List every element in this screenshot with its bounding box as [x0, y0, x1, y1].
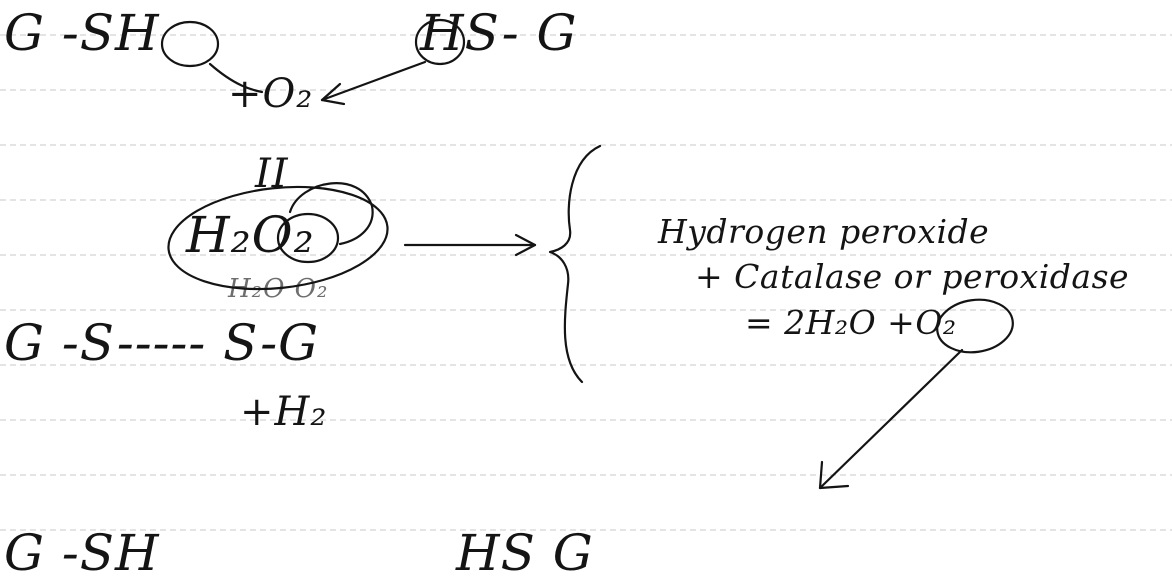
oval-around-h2o2: [167, 185, 389, 291]
circle-left-h: [160, 20, 220, 68]
circle-right-h: [414, 18, 466, 66]
reaction-note-line2: + Catalase or peroxidase: [695, 257, 1130, 296]
oval-around-o2: [276, 212, 340, 264]
arrowhead-to-brace: [514, 233, 537, 257]
circle-around-plus-o2: [936, 298, 1014, 354]
line7-right-text: HS G: [456, 524, 594, 582]
arrowhead-right: [320, 82, 346, 106]
arrow-left-to-o2: [208, 62, 264, 94]
arrow-right-to-o2: [320, 60, 427, 102]
loop-above-o2: [288, 182, 374, 246]
arrowhead-down-left: [818, 460, 850, 490]
reaction-note-line3: = 2H₂O +O₂: [745, 303, 957, 342]
line7-left-text: G -SH: [4, 524, 160, 582]
line2-text: +O₂: [228, 71, 314, 117]
line1-right-text: HS- G: [420, 4, 578, 62]
reaction-note-line1: Hydrogen peroxide: [658, 212, 990, 251]
line6-text: +H₂: [240, 389, 328, 435]
curly-brace: [548, 144, 602, 384]
arrow-down-left: [818, 348, 964, 490]
line1-left-text: G -SH: [4, 4, 160, 62]
line5-main: G -S----- S-G: [4, 314, 320, 372]
